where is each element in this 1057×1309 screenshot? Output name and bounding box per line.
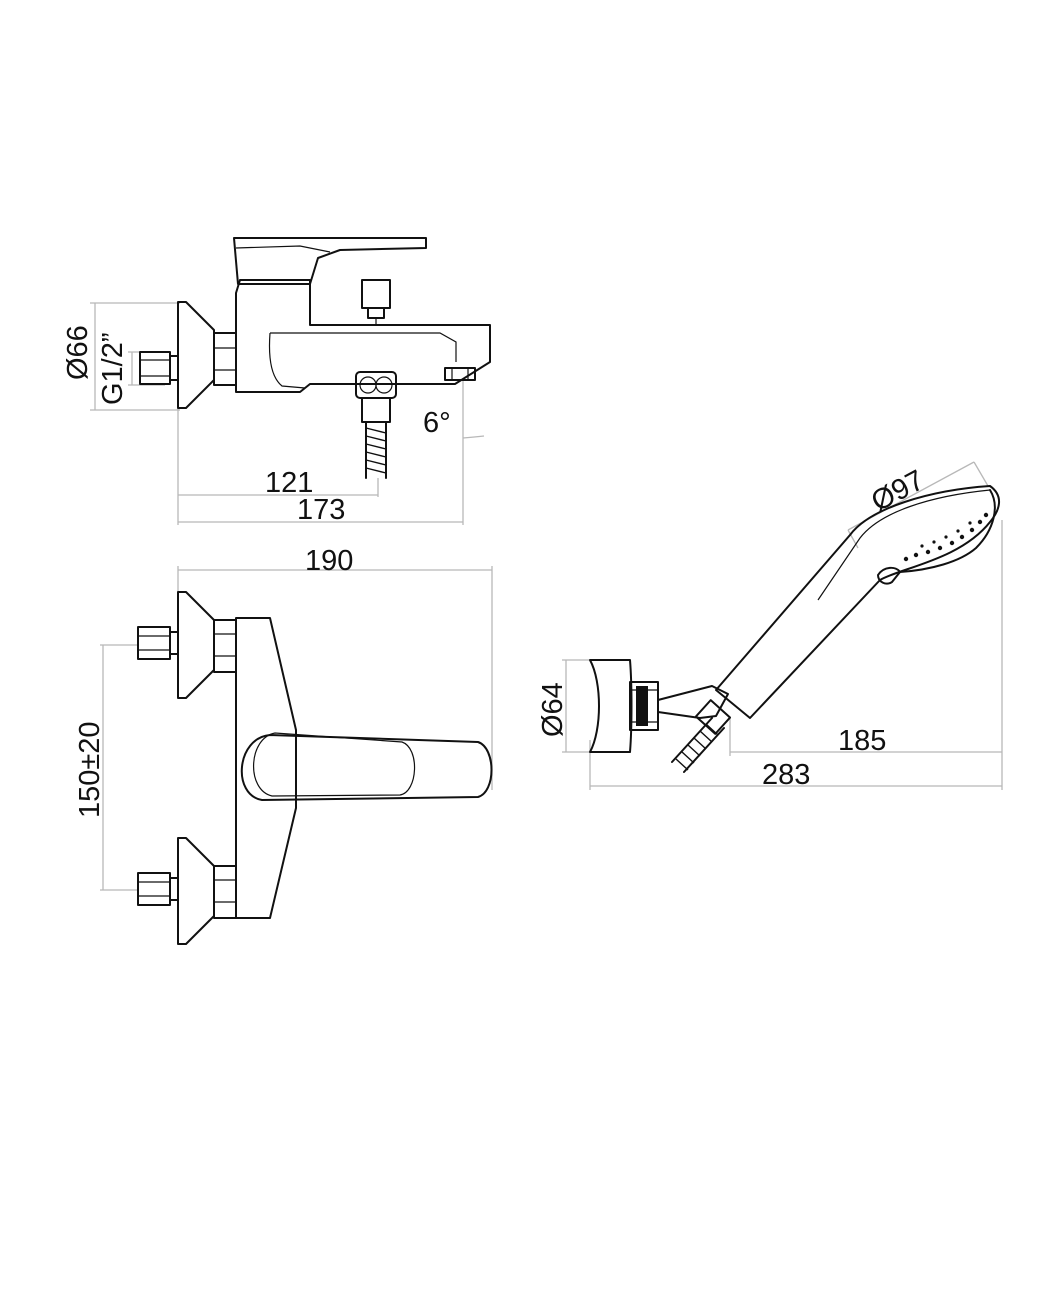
hand-shower-dimension-lines: [562, 461, 1003, 790]
holder-arm: [657, 685, 729, 719]
front-view: 190 150±20: [74, 545, 493, 945]
spray-selector-button: [877, 566, 901, 585]
side-wall-connector: [139, 351, 179, 385]
front-width-label: 190: [305, 545, 353, 577]
side-dim-173: 173: [297, 494, 345, 526]
side-body-facet: [268, 332, 457, 389]
side-nut: [213, 332, 237, 386]
head-diameter-label: Ø97: [866, 464, 929, 518]
holder-diameter-label: Ø64: [537, 682, 569, 737]
side-hose-connector: [355, 371, 397, 423]
hand-shower-view: Ø97 Ø64 185 283: [537, 461, 1003, 791]
side-thread-label: G1/2”: [97, 332, 129, 405]
side-diameter-label: Ø66: [62, 325, 94, 380]
side-angle-label: 6°: [423, 407, 451, 439]
hand-shower-hose: [671, 699, 732, 773]
side-mixer-body: [235, 279, 491, 393]
side-escutcheon: [177, 301, 215, 409]
front-view-dimension-lines: [100, 566, 493, 891]
side-view-dimension-lines: [90, 302, 485, 525]
side-spout-aerator: [444, 367, 476, 381]
side-diverter-knob: [361, 279, 391, 326]
holder-wall-mount: [589, 659, 659, 753]
shower-head-nozzles: [903, 512, 989, 562]
shower-head-face: [899, 489, 996, 573]
side-lever-handle: [233, 237, 427, 285]
side-hose: [365, 421, 387, 479]
hand-shower-dim-185: 185: [838, 725, 886, 757]
hand-shower-handle: [715, 485, 1000, 719]
hand-shower-dim-283: 283: [762, 759, 810, 791]
front-mixer-body: [235, 617, 297, 919]
front-lever: [240, 734, 493, 801]
front-upper-connector: [137, 591, 237, 699]
side-dim-121: 121: [265, 467, 313, 499]
side-view: Ø66 G1/2” 6° 121 173: [62, 237, 491, 526]
front-lower-connector: [137, 837, 237, 945]
front-center-distance-label: 150±20: [74, 721, 106, 818]
